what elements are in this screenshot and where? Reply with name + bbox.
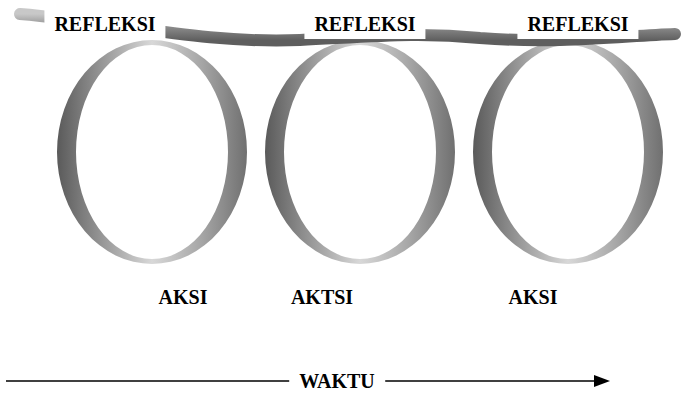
reflection-label: REFLEKSI (44, 9, 165, 39)
reflection-label: REFLEKSI (304, 9, 425, 39)
spiral-loop (57, 40, 247, 264)
spiral-loop (473, 40, 663, 264)
time-label: WAKTU (289, 366, 385, 396)
spiral-loops (57, 40, 663, 264)
action-label: AKSI (499, 282, 568, 312)
action-label: AKSI (149, 282, 218, 312)
action-label: AKTSI (281, 282, 363, 312)
reflection-label: REFLEKSI (517, 9, 638, 39)
arrow-head (594, 375, 610, 387)
spiral-loop (265, 40, 455, 264)
